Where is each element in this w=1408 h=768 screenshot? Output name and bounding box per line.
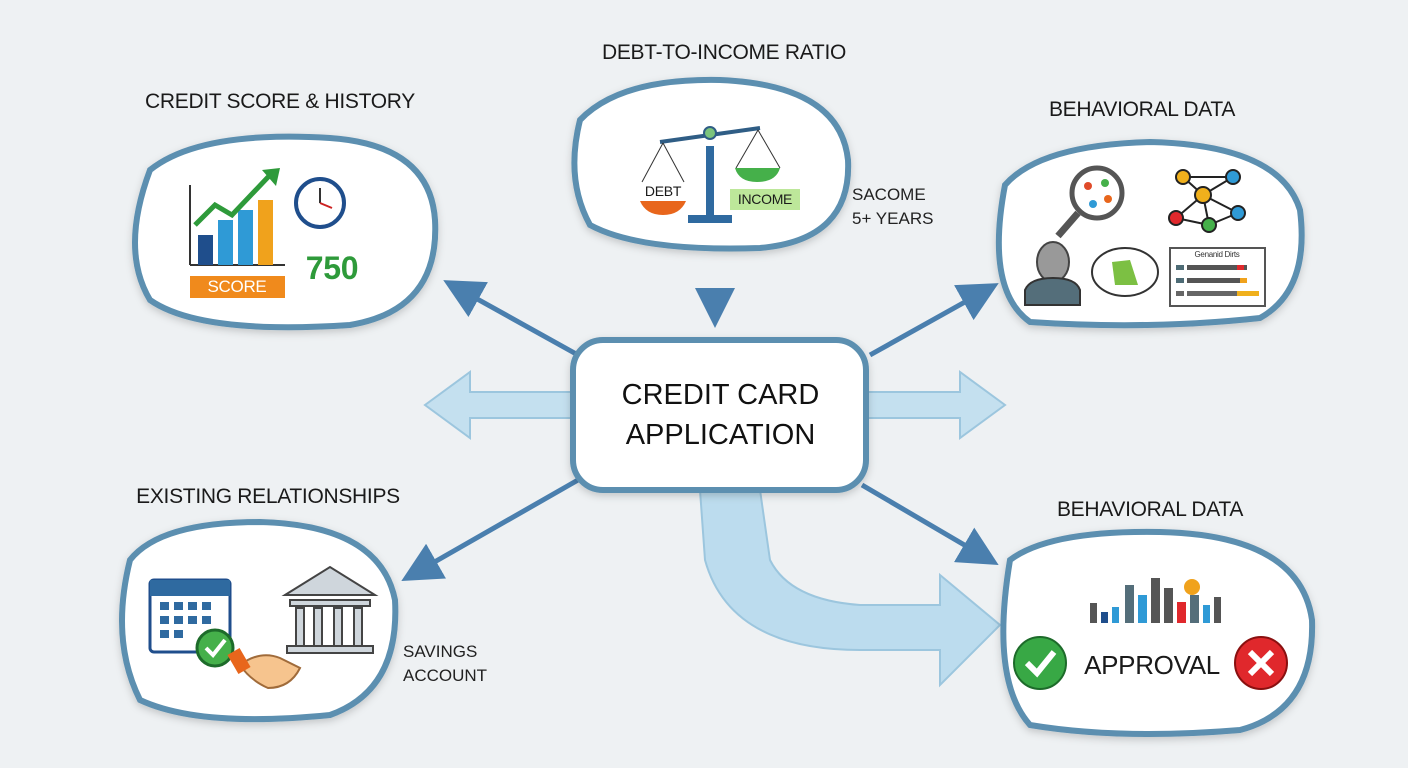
score-badge	[190, 276, 285, 298]
data-panel-title: Genanid Dirts	[1194, 250, 1240, 259]
network-icon	[1168, 169, 1246, 233]
big-right-arrow	[864, 370, 1007, 440]
behavioral-bottom-title: BEHAVIORAL DATA	[1056, 498, 1244, 521]
dti-title: DEBT-TO-INCOME RATIO	[601, 41, 847, 64]
savings-line1: SAVINGS	[403, 642, 478, 661]
dti-side-line2: 5+ YEARS	[852, 209, 934, 228]
clock-icon	[294, 177, 346, 229]
savings-account-note: SAVINGS ACCOUNT	[403, 640, 487, 688]
center-line1: CREDIT CARD	[621, 379, 820, 411]
relationships-title: EXISTING RELATIONSHIPS	[136, 485, 400, 508]
behavioral-bottom-bubble	[1000, 528, 1316, 737]
thought-bubble-icon	[1091, 247, 1159, 297]
savings-line2: ACCOUNT	[403, 666, 488, 685]
center-line2: APPLICATION	[625, 419, 816, 451]
credit-score-bubble	[132, 133, 439, 331]
dti-side-note: SACOME 5+ YEARS	[852, 183, 933, 231]
connector-arrows	[401, 280, 999, 581]
data-panel-icon	[1169, 247, 1266, 307]
magnifier-icon	[1055, 165, 1125, 239]
approve-check-icon	[1013, 636, 1067, 690]
income-label: INCOME	[737, 191, 793, 207]
credit-score-title: CREDIT SCORE & HISTORY	[145, 90, 415, 113]
checkmark-icon	[195, 628, 235, 668]
handshake-icon	[227, 647, 302, 690]
score-value: 750	[305, 250, 359, 286]
balance-scale-icon	[640, 126, 781, 223]
score-label: SCORE	[207, 277, 267, 296]
dti-side-line1: SACOME	[852, 185, 926, 204]
mini-bar-chart-icon	[1090, 578, 1221, 623]
big-curved-arrow	[698, 489, 1002, 688]
center-application-label: CREDIT CARD APPLICATION	[573, 375, 868, 455]
big-left-arrow	[423, 370, 576, 440]
behavioral-top-title: BEHAVIORAL DATA	[1048, 98, 1236, 121]
bank-icon	[281, 565, 379, 654]
reject-x-icon	[1234, 636, 1288, 690]
center-box	[570, 337, 869, 493]
approval-label: APPROVAL	[1084, 650, 1220, 680]
income-badge	[730, 189, 800, 210]
person-icon	[1024, 241, 1081, 306]
bar-chart-icon	[189, 168, 285, 266]
debt-label: DEBT	[644, 183, 682, 199]
